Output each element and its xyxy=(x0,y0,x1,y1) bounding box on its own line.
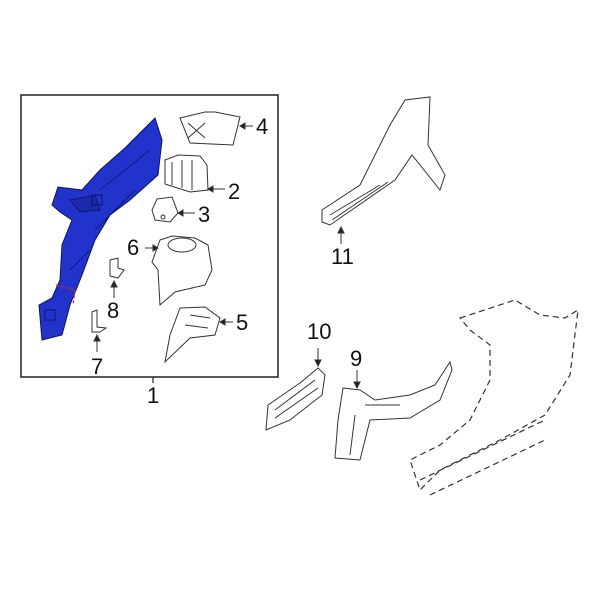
part-4-drawing xyxy=(179,111,253,146)
callout-10[interactable]: 10 xyxy=(307,319,332,344)
callout-1[interactable]: 1 xyxy=(147,383,160,408)
callout-2[interactable]: 2 xyxy=(228,179,241,204)
part-10-drawing xyxy=(265,348,326,431)
group-box xyxy=(20,94,279,378)
part-9-drawing xyxy=(334,360,453,461)
part-6-drawing xyxy=(145,235,213,307)
part-7-drawing xyxy=(91,309,108,352)
callout-6[interactable]: 6 xyxy=(127,235,140,260)
callout-4[interactable]: 4 xyxy=(256,114,269,139)
body-outline-dashed xyxy=(409,299,579,496)
callout-3[interactable]: 3 xyxy=(198,202,211,227)
part-11-drawing xyxy=(321,96,446,244)
callout-8[interactable]: 8 xyxy=(107,298,120,323)
callout-11[interactable]: 11 xyxy=(331,244,354,269)
part-3-drawing xyxy=(151,196,195,223)
highlighted-rail-part xyxy=(38,117,163,341)
part-8-drawing xyxy=(109,257,125,298)
part-5-drawing xyxy=(164,306,233,364)
callout-7[interactable]: 7 xyxy=(91,354,104,379)
part-2-drawing xyxy=(164,154,225,193)
callout-9[interactable]: 9 xyxy=(350,346,363,371)
callout-5[interactable]: 5 xyxy=(236,310,249,335)
